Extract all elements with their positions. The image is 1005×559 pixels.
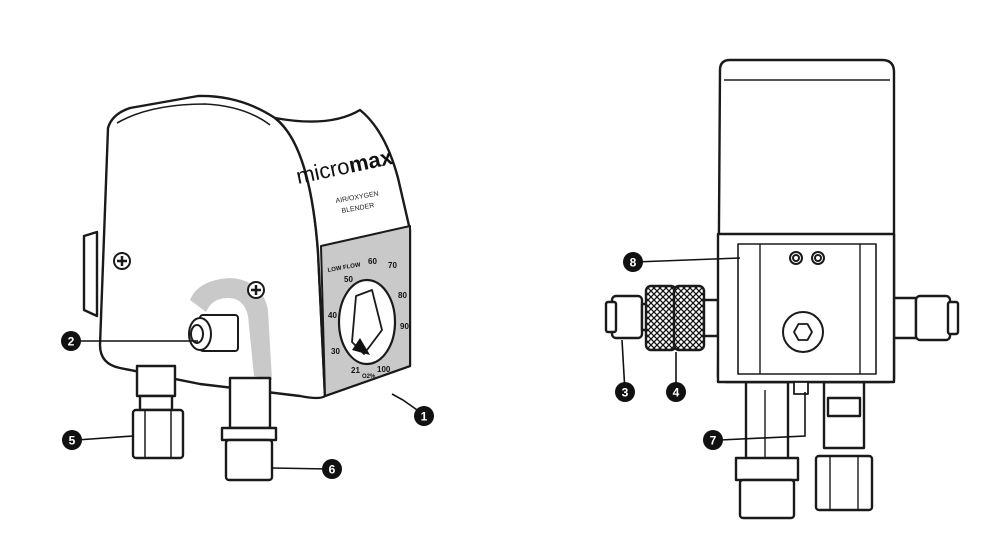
svg-text:6: 6 bbox=[329, 463, 336, 477]
left-view-blender bbox=[82, 94, 412, 482]
rear-bracket bbox=[82, 230, 99, 318]
front-panel bbox=[716, 232, 896, 384]
callout-2: 2 bbox=[61, 331, 81, 351]
low-flow-label: LOW FLOW bbox=[327, 262, 361, 274]
callout-7: 7 bbox=[703, 430, 723, 450]
panel-holes bbox=[789, 251, 825, 265]
svg-text:3: 3 bbox=[622, 386, 629, 400]
scale-21: 21 bbox=[351, 366, 360, 375]
knurled-collar-4 bbox=[644, 284, 720, 352]
blender-body bbox=[98, 94, 327, 400]
scale-70: 70 bbox=[388, 261, 397, 270]
scale-80: 80 bbox=[398, 291, 407, 300]
scale-100: 100 bbox=[377, 365, 391, 374]
right-side-fitting bbox=[890, 294, 960, 342]
tube-arc bbox=[190, 278, 272, 380]
right-view-blender bbox=[604, 58, 960, 520]
bottom-left-fitting bbox=[734, 380, 800, 520]
dial-unit: O2% bbox=[362, 374, 376, 380]
low-flow-outlet-fitting bbox=[188, 314, 239, 352]
svg-text:4: 4 bbox=[673, 386, 680, 400]
screw-left bbox=[113, 252, 131, 270]
bottom-fitting-6 bbox=[220, 376, 278, 482]
body-top-edge bbox=[116, 103, 271, 126]
scale-30: 30 bbox=[331, 347, 340, 356]
svg-text:5: 5 bbox=[69, 434, 76, 448]
scale-90: 90 bbox=[400, 322, 409, 331]
bottom-port-7 bbox=[793, 381, 809, 395]
dial-scale: 21 30 40 50 60 70 80 90 100 O2% bbox=[328, 257, 409, 380]
callout-5: 5 bbox=[62, 430, 82, 450]
bottom-fitting-5 bbox=[131, 364, 185, 460]
svg-text:8: 8 bbox=[630, 256, 637, 270]
svg-text:7: 7 bbox=[710, 434, 717, 448]
oxygen-dial bbox=[337, 278, 397, 366]
callouts: 1 2 3 4 5 6 7 8 bbox=[61, 252, 723, 479]
scale-60: 60 bbox=[368, 257, 377, 266]
svg-text:1: 1 bbox=[421, 410, 428, 424]
screw-right bbox=[247, 281, 265, 299]
callout-3: 3 bbox=[615, 382, 635, 402]
callout-8: 8 bbox=[623, 252, 643, 272]
scale-50: 50 bbox=[344, 275, 353, 284]
svg-text:2: 2 bbox=[68, 335, 75, 349]
callout-4: 4 bbox=[666, 382, 686, 402]
hex-screw bbox=[782, 311, 824, 353]
bottom-right-fitting bbox=[814, 380, 874, 512]
left-side-fitting-3 bbox=[604, 294, 650, 340]
inner-panel bbox=[737, 243, 877, 375]
scale-40: 40 bbox=[328, 311, 337, 320]
callout-1: 1 bbox=[414, 406, 434, 426]
callout-6: 6 bbox=[322, 459, 342, 479]
